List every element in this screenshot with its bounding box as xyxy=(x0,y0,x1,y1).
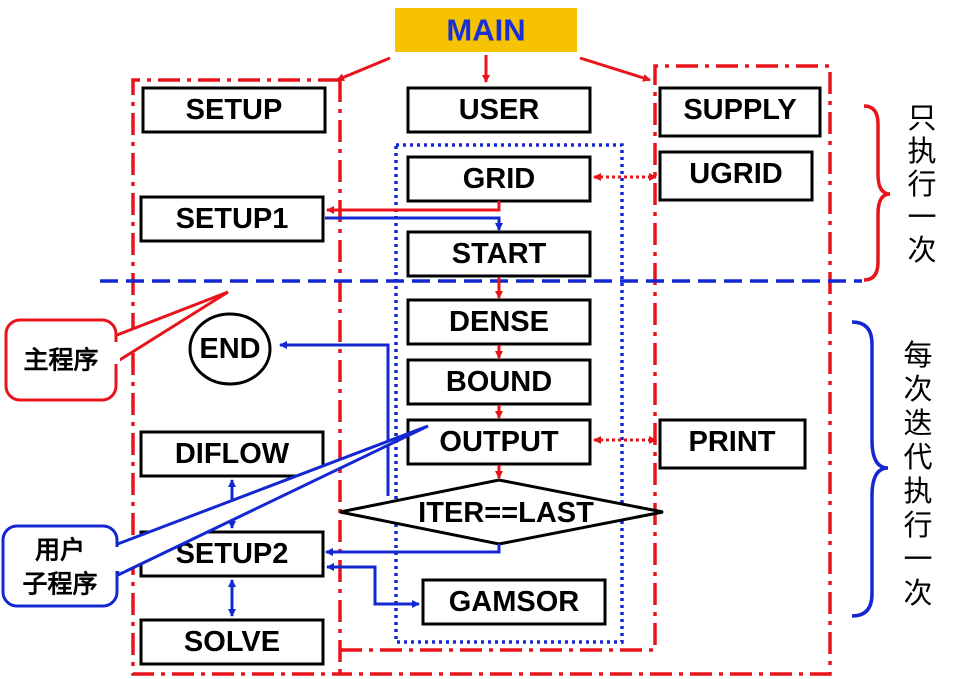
side-text-every: 每 次 迭 代 执 行 一 次 xyxy=(903,338,932,610)
svg-text:次: 次 xyxy=(903,576,932,610)
dense-label: DENSE xyxy=(449,306,549,338)
print-label: PRINT xyxy=(689,426,776,458)
svg-text:代: 代 xyxy=(903,440,932,474)
svg-text:迭: 迭 xyxy=(903,406,932,440)
main-arrows xyxy=(336,55,651,83)
side-text-once: 只 执 行 一 次 xyxy=(907,101,936,267)
diflow-box xyxy=(139,430,325,478)
iter-decision xyxy=(339,478,664,546)
setup-box xyxy=(141,86,327,134)
callout-user-subroutines: 用户 子程序 xyxy=(1,424,429,608)
setup-label: SETUP xyxy=(186,94,283,126)
supply-label: SUPPLY xyxy=(683,94,796,126)
main-program-text: 主程序 xyxy=(23,346,98,375)
svg-text:执: 执 xyxy=(903,474,932,508)
ugrid-box xyxy=(658,150,814,202)
iteration-loop xyxy=(394,143,624,644)
iter-to-setup2-arrow xyxy=(325,544,501,556)
bound-box xyxy=(406,358,592,406)
user-label: USER xyxy=(459,94,540,126)
solve-box xyxy=(139,618,325,666)
main-label: MAIN xyxy=(446,13,525,48)
bound-label: BOUND xyxy=(446,366,552,398)
svg-text:行: 行 xyxy=(907,167,936,201)
user-sub-text-2: 子程序 xyxy=(22,570,97,599)
svg-text:次: 次 xyxy=(903,372,932,406)
start-box xyxy=(406,230,592,278)
setup2-gamsor-link xyxy=(326,563,420,608)
output-label: OUTPUT xyxy=(439,426,559,458)
dotted-links xyxy=(593,173,657,444)
svg-text:每: 每 xyxy=(903,338,932,372)
dense-box xyxy=(406,298,592,346)
svg-text:只: 只 xyxy=(907,101,936,135)
end-label: END xyxy=(199,333,260,365)
callout-main-program: 主程序 xyxy=(4,290,229,402)
ugrid-label: UGRID xyxy=(689,158,782,190)
grid-label: GRID xyxy=(463,163,536,195)
setup1-to-start-arrow xyxy=(325,216,503,231)
gamsor-label: GAMSOR xyxy=(449,586,580,618)
brace-once xyxy=(863,104,891,282)
region-user-subroutines xyxy=(340,64,832,676)
gamsor-box xyxy=(421,578,607,626)
svg-text:行: 行 xyxy=(903,508,932,542)
print-box xyxy=(658,418,807,470)
setup1-box xyxy=(139,195,325,243)
main-box xyxy=(395,8,577,52)
solve-label: SOLVE xyxy=(184,626,280,658)
grid-box xyxy=(406,155,592,203)
setup2-label: SETUP2 xyxy=(176,538,289,570)
start-label: START xyxy=(452,238,547,270)
end-node xyxy=(188,312,272,386)
user-box xyxy=(406,86,592,134)
grid-to-setup1-arrow xyxy=(326,201,501,214)
svg-text:一: 一 xyxy=(903,542,932,576)
user-sub-text-1: 用户 xyxy=(35,536,85,565)
iter-label: ITER==LAST xyxy=(418,497,594,529)
svg-text:执: 执 xyxy=(907,134,936,168)
svg-text:次: 次 xyxy=(907,233,936,267)
supply-box xyxy=(658,86,822,138)
svg-text:一: 一 xyxy=(907,200,936,234)
output-box xyxy=(406,418,592,466)
setup1-label: SETUP1 xyxy=(176,203,289,235)
brace-every xyxy=(851,320,889,618)
diflow-label: DIFLOW xyxy=(175,438,290,470)
